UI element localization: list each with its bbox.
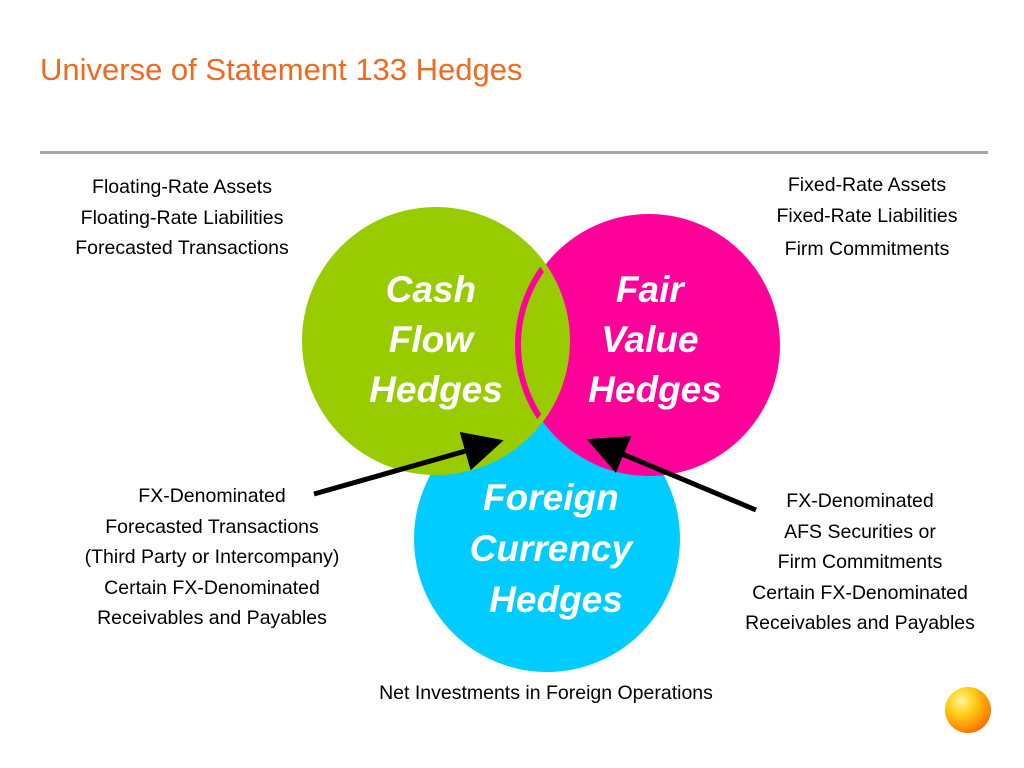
- foreign-currency-circle-label: Foreign Currency Hedges: [470, 477, 643, 620]
- fair-value-fx-arrow: [586, 436, 757, 513]
- cash-flow-fx-arrow: [313, 431, 504, 497]
- cash-flow-fx-item: Forecasted Transactions: [105, 515, 319, 538]
- cash-flow-fx-item: FX-Denominated: [138, 485, 286, 507]
- cash-flow-circle-label: Cash Flow Hedges: [369, 269, 503, 410]
- fair-value-hedges-circle: [518, 214, 780, 476]
- fair-value-fx-item: Receivables and Payables: [745, 612, 975, 634]
- fair-value-overlap-outline: [515, 211, 568, 473]
- net-investments-label: Net Investments in Foreign Operations: [379, 682, 713, 704]
- fair-value-fx-item: Firm Commitments: [777, 551, 943, 573]
- cash-flow-fx-hedge-items: FX-Denominated Forecasted Transactions (…: [22, 481, 402, 634]
- fair-value-item: Fixed-Rate Liabilities: [776, 204, 958, 227]
- fair-value-hedge-items: Fixed-Rate Assets Fixed-Rate Liabilities…: [707, 170, 1024, 265]
- fair-value-item: Fixed-Rate Assets: [787, 174, 947, 196]
- cash-flow-item: Floating-Rate Assets: [92, 176, 272, 198]
- cash-flow-overlap-outline: [302, 207, 570, 475]
- fair-value-fx-item: AFS Securities or: [784, 520, 936, 543]
- cash-flow-item: Floating-Rate Liabilities: [80, 206, 284, 229]
- fair-value-item: Firm Commitments: [784, 238, 950, 260]
- cash-flow-fx-item: (Third Party or Intercompany): [84, 546, 340, 568]
- fair-value-fx-item: FX-Denominated: [786, 490, 934, 512]
- sun-ball-icon: [945, 687, 991, 733]
- title-divider: [40, 151, 988, 154]
- cash-flow-hedge-items: Floating-Rate Assets Floating-Rate Liabi…: [22, 172, 342, 264]
- fair-value-circle-label: Fair Value Hedges: [588, 269, 722, 410]
- fair-value-fx-hedge-items: FX-Denominated AFS Securities or Firm Co…: [700, 486, 1020, 639]
- cash-flow-fx-item: Certain FX-Denominated: [104, 576, 320, 599]
- cash-flow-item: Forecasted Transactions: [75, 237, 289, 259]
- cash-flow-fx-item: Receivables and Payables: [97, 607, 327, 629]
- slide-title: Universe of Statement 133 Hedges: [40, 52, 523, 87]
- cash-flow-hedges-circle: [304, 209, 568, 473]
- fair-value-fx-item: Certain FX-Denominated: [752, 581, 968, 604]
